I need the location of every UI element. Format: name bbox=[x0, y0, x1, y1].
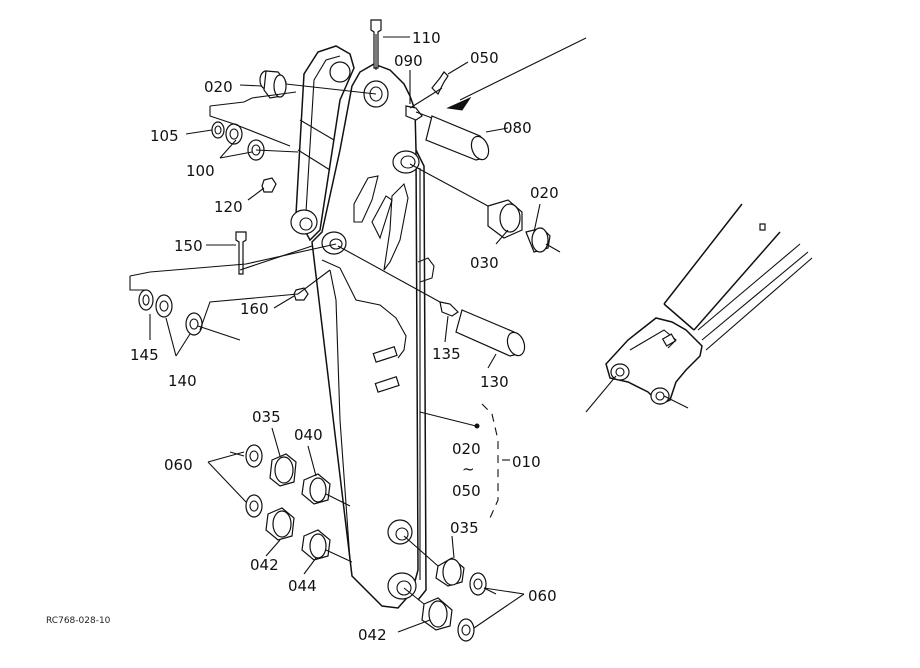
washer-100-a bbox=[225, 123, 243, 145]
callout-120: 120 bbox=[214, 198, 243, 216]
callout-042-bottom: 042 bbox=[358, 626, 387, 644]
washer-060-c bbox=[469, 572, 487, 596]
callout-160: 160 bbox=[240, 300, 269, 318]
washer-060-d bbox=[457, 618, 475, 642]
callout-042-left: 042 bbox=[250, 556, 279, 574]
callout-010: 010 bbox=[512, 453, 541, 471]
callout-035-top: 035 bbox=[252, 408, 281, 426]
callouts: 110 050 090 020 080 105 100 120 020 030 … bbox=[46, 29, 559, 644]
callout-105: 105 bbox=[150, 127, 179, 145]
callout-range-tilde: ~ bbox=[462, 460, 475, 478]
upper-link-bracket bbox=[290, 45, 355, 255]
callout-140: 140 bbox=[168, 372, 197, 390]
callout-090: 090 bbox=[394, 52, 423, 70]
callout-060-right: 060 bbox=[528, 587, 557, 605]
bolt-150 bbox=[235, 231, 247, 275]
assembly-lines bbox=[129, 34, 587, 605]
washer-060-b bbox=[245, 494, 263, 518]
callout-044: 044 bbox=[288, 577, 317, 595]
callout-035-bottom: 035 bbox=[450, 519, 479, 537]
washer-105 bbox=[211, 121, 225, 139]
callout-135: 135 bbox=[432, 345, 461, 363]
callout-145: 145 bbox=[130, 346, 159, 364]
grease-fitting-050 bbox=[431, 71, 449, 96]
callout-040: 040 bbox=[294, 426, 323, 444]
callout-050-top: 050 bbox=[470, 49, 499, 67]
fitting-135 bbox=[439, 301, 459, 317]
callout-150: 150 bbox=[174, 237, 203, 255]
washer-140-a bbox=[155, 294, 173, 318]
callout-050-range: 050 bbox=[452, 482, 481, 500]
leader-lines bbox=[149, 36, 541, 633]
callout-020-range: 020 bbox=[452, 440, 481, 458]
fitting-090 bbox=[405, 105, 423, 121]
washer-140-b bbox=[185, 312, 203, 336]
callout-030: 030 bbox=[470, 254, 499, 272]
washer-060-a bbox=[245, 444, 263, 468]
callout-110: 110 bbox=[412, 29, 441, 47]
inset-view bbox=[585, 203, 813, 413]
callout-060-left: 060 bbox=[164, 456, 193, 474]
callout-020-mid: 020 bbox=[530, 184, 559, 202]
figure-code: RC768-028-10 bbox=[46, 616, 111, 626]
nut-120 bbox=[261, 177, 277, 193]
parts-hardware bbox=[138, 19, 551, 642]
callout-020-top: 020 bbox=[204, 78, 233, 96]
callout-080: 080 bbox=[503, 119, 532, 137]
washer-145 bbox=[138, 289, 154, 311]
arm-body bbox=[311, 63, 435, 609]
callout-100: 100 bbox=[186, 162, 215, 180]
callout-130: 130 bbox=[480, 373, 509, 391]
